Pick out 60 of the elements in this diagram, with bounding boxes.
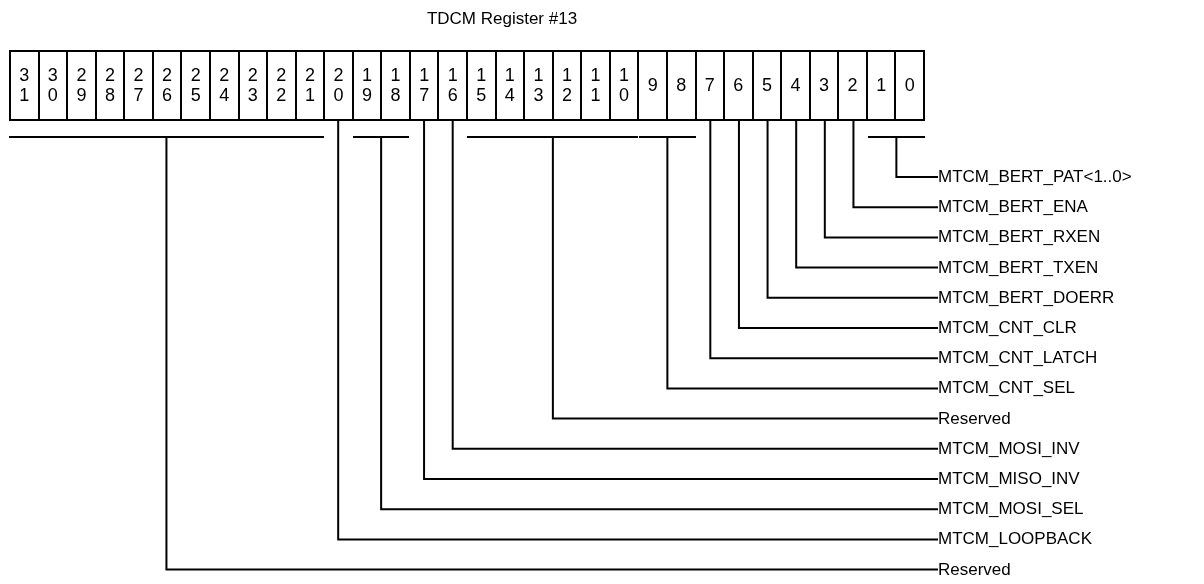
field-name: Reserved bbox=[938, 407, 1011, 430]
bit-cell: 19 bbox=[351, 52, 381, 119]
bit-cell: 27 bbox=[123, 52, 152, 119]
bit-cell: 21 bbox=[294, 52, 324, 119]
bit-cell: 20 bbox=[323, 52, 352, 119]
leader-line bbox=[795, 120, 939, 269]
diagram-title: TDCM Register #13 bbox=[425, 8, 579, 30]
field-name: MTCM_BERT_ENA bbox=[938, 196, 1088, 219]
leader-line bbox=[709, 120, 939, 360]
bit-cell: 12 bbox=[551, 52, 581, 119]
field-name: MTCM_LOOPBACK bbox=[938, 528, 1092, 551]
bit-cell: 16 bbox=[437, 52, 466, 119]
bit-cell: 10 bbox=[608, 52, 638, 119]
field-name: MTCM_BERT_PAT<1..0> bbox=[938, 166, 1132, 188]
bit-cell: 26 bbox=[151, 52, 181, 119]
leader-line bbox=[666, 136, 939, 390]
field-name: MTCM_MISO_INV bbox=[938, 468, 1080, 490]
bit-cell: 23 bbox=[237, 52, 267, 119]
leader-line bbox=[337, 120, 939, 541]
bit-cell: 31 bbox=[11, 52, 38, 119]
bit-cell: 3 bbox=[808, 52, 838, 119]
bit-cell: 4 bbox=[780, 52, 809, 119]
leader-line bbox=[852, 120, 939, 209]
bit-cell: 18 bbox=[380, 52, 409, 119]
leader-line bbox=[380, 136, 939, 511]
bit-cell: 13 bbox=[523, 52, 552, 119]
leader-line bbox=[551, 136, 939, 420]
bit-cell: 1 bbox=[865, 52, 895, 119]
bit-cell: 22 bbox=[266, 52, 295, 119]
bit-cell: 25 bbox=[180, 52, 209, 119]
field-name: MTCM_MOSI_SEL bbox=[938, 498, 1084, 521]
bit-cell: 7 bbox=[694, 52, 724, 119]
leader-line bbox=[165, 136, 939, 571]
bit-cell: 29 bbox=[66, 52, 95, 119]
field-name: MTCM_CNT_CLR bbox=[938, 317, 1077, 339]
field-name: MTCM_BERT_TXEN bbox=[938, 256, 1099, 279]
field-name: MTCM_BERT_RXEN bbox=[938, 226, 1101, 249]
field-name: MTCM_CNT_LATCH bbox=[938, 347, 1098, 370]
bit-cell: 0 bbox=[894, 52, 923, 119]
bit-cell: 28 bbox=[94, 52, 124, 119]
leader-line bbox=[737, 120, 939, 329]
field-name: Reserved bbox=[938, 558, 1011, 581]
leader-line bbox=[766, 120, 939, 299]
bit-cell: 8 bbox=[665, 52, 695, 119]
field-name: MTCM_MOSI_INV bbox=[938, 437, 1080, 460]
leader-line bbox=[895, 136, 939, 178]
field-name: MTCM_CNT_SEL bbox=[938, 377, 1075, 400]
bit-cell: 5 bbox=[751, 52, 781, 119]
bit-cell: 6 bbox=[723, 52, 752, 119]
field-name: MTCM_BERT_DOERR bbox=[938, 286, 1115, 309]
bit-cell: 14 bbox=[494, 52, 524, 119]
register-box bbox=[9, 50, 925, 121]
bit-cell: 11 bbox=[580, 52, 609, 119]
bit-cell: 9 bbox=[637, 52, 666, 119]
bit-cell: 17 bbox=[408, 52, 438, 119]
bit-cell: 30 bbox=[37, 52, 67, 119]
leader-line bbox=[823, 120, 939, 239]
bit-cell: 15 bbox=[466, 52, 495, 119]
bit-cell: 24 bbox=[208, 52, 238, 119]
bit-cell: 2 bbox=[837, 52, 866, 119]
